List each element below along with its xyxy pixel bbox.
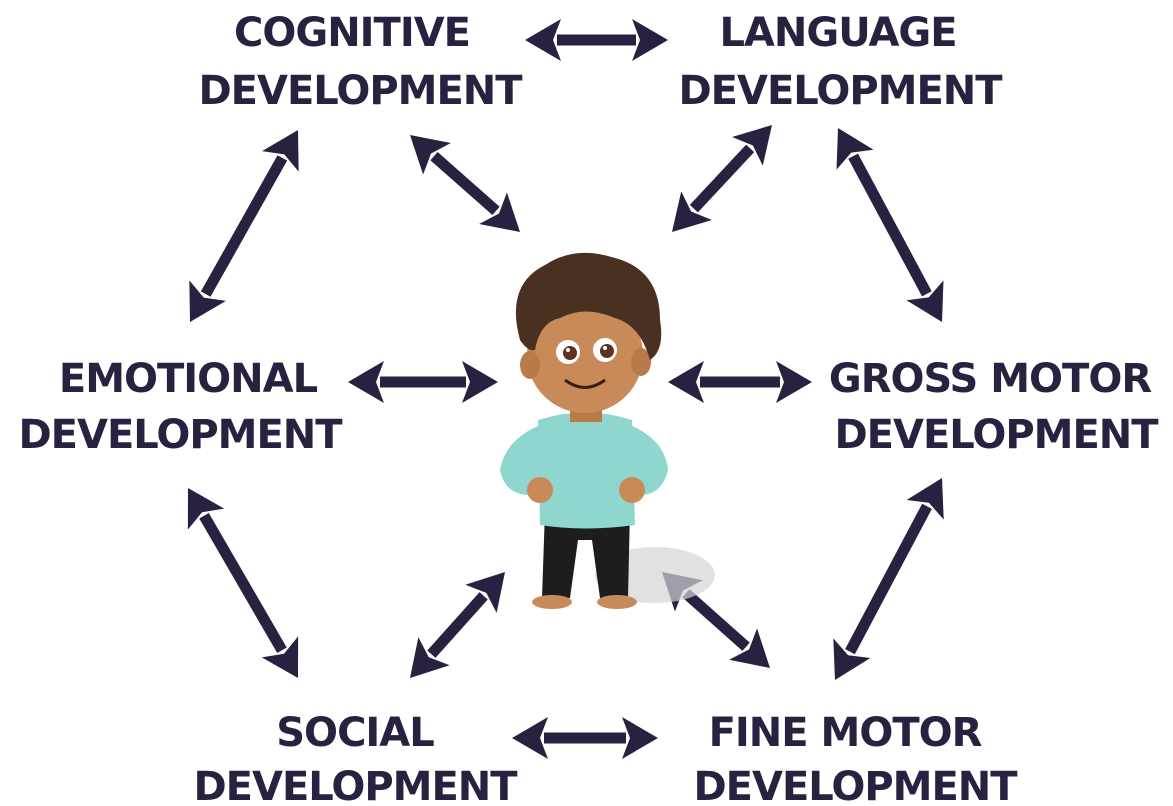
arrow-emotional-child [348, 361, 498, 403]
arrow-shaft [427, 592, 488, 658]
child-left-pupil [563, 346, 577, 360]
arrow-language-child [672, 125, 772, 232]
arrow-emotional-social [187, 488, 299, 678]
node-gross-motor-line2: DEVELOPMENT [834, 412, 1159, 458]
child-right-pupil [600, 344, 614, 358]
arrow-head-end [729, 628, 770, 668]
node-gross-motor: GROSS MOTOR DEVELOPMENT [829, 356, 1160, 458]
arrow-head-start [262, 130, 299, 172]
arrow-shaft [689, 144, 755, 213]
arrow-head-end [479, 192, 520, 232]
arrow-head-start [668, 361, 704, 403]
connection-arrows [187, 19, 944, 759]
node-fine-motor-line1: FINE MOTOR [709, 710, 982, 756]
child-right-ear [631, 348, 651, 376]
child-left-ear [520, 351, 540, 379]
node-social: SOCIAL DEVELOPMENT [193, 710, 519, 806]
node-cognitive: COGNITIVE DEVELOPMENT [198, 10, 524, 114]
arrow-head-end [462, 361, 498, 403]
arrow-head-start [512, 717, 548, 759]
child-left-hand [527, 477, 553, 503]
child-right-arm [625, 425, 668, 495]
arrow-shaft [430, 152, 500, 215]
arrow-head-end [776, 361, 812, 403]
arrow-social-child [410, 572, 505, 678]
node-social-line1: SOCIAL [276, 710, 434, 756]
arrow-head-end [672, 191, 712, 232]
child-smile [564, 378, 606, 389]
arrow-head-end [261, 636, 299, 678]
child-pants [542, 510, 630, 598]
arrow-social-fine-motor [512, 717, 658, 759]
node-fine-motor: FINE MOTOR DEVELOPMENT [693, 710, 1019, 806]
arrow-head-start [465, 572, 505, 613]
arrow-head-end [906, 280, 944, 322]
arrow-head-end [622, 717, 658, 759]
node-emotional: EMOTIONAL DEVELOPMENT [18, 356, 344, 458]
child-illustration [500, 252, 715, 609]
child-left-foot [532, 595, 572, 609]
node-cognitive-line1: COGNITIVE [234, 10, 470, 56]
arrow-head-start [906, 478, 944, 520]
node-emotional-line2: DEVELOPMENT [18, 412, 343, 458]
node-language-line2: DEVELOPMENT [678, 68, 1003, 114]
arrow-head-start [410, 135, 451, 175]
node-social-line2: DEVELOPMENT [193, 764, 518, 806]
node-emotional-line1: EMOTIONAL [59, 356, 318, 402]
arrow-shaft [200, 155, 288, 297]
arrow-shaft [848, 153, 932, 297]
child-head [527, 297, 643, 413]
arrow-cognitive-child [410, 135, 520, 232]
child-shirt [538, 412, 635, 529]
child-hair [515, 252, 662, 360]
arrow-head-end [410, 637, 450, 678]
child-left-eye-glint [566, 348, 570, 352]
child-right-eye-glint [603, 346, 607, 350]
arrow-cognitive-emotional [189, 130, 299, 322]
arrow-head-start [836, 128, 874, 170]
arrow-shaft [682, 589, 750, 651]
child-right-foot [597, 595, 637, 609]
child-left-arm [500, 425, 545, 495]
arrow-gross-motor-child [668, 361, 812, 403]
arrow-head-start [348, 361, 384, 403]
node-language: LANGUAGE DEVELOPMENT [678, 10, 1004, 114]
arrow-head-start [732, 125, 772, 166]
node-language-line1: LANGUAGE [719, 10, 956, 56]
arrow-shaft [199, 512, 287, 654]
node-gross-motor-line1: GROSS MOTOR [829, 356, 1151, 402]
arrow-head-end [189, 280, 226, 322]
node-fine-motor-line2: DEVELOPMENT [693, 764, 1018, 806]
arrow-head-start [187, 488, 225, 530]
arrow-head-end [632, 19, 668, 61]
arrow-cognitive-language [525, 19, 668, 61]
arrow-head-end [833, 638, 871, 680]
arrow-shaft [845, 503, 932, 655]
arrow-head-start [525, 19, 561, 61]
arrow-language-gross-motor [836, 128, 944, 322]
child-right-hand [619, 477, 645, 503]
node-cognitive-line2: DEVELOPMENT [198, 68, 523, 114]
arrow-gross-motor-fine-motor [833, 478, 944, 680]
